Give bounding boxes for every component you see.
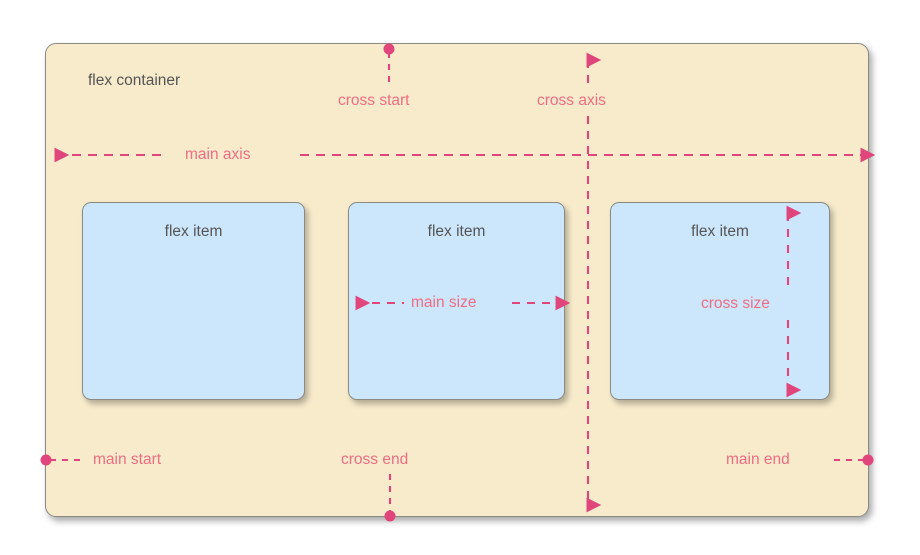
flex-item-1-label: flex item	[164, 223, 223, 240]
main-end-label: main end	[726, 451, 790, 468]
flex-container-label: flex container	[88, 72, 181, 89]
main-axis-label: main axis	[185, 146, 251, 163]
flex-item-1: flex item	[82, 202, 305, 400]
cross-start-label: cross start	[338, 92, 410, 109]
flex-item-2-label: flex item	[427, 223, 486, 240]
flex-item-3: flex item	[610, 202, 830, 400]
cross-axis-label: cross axis	[537, 92, 606, 109]
cross-size-label: cross size	[701, 295, 770, 312]
flex-item-2: flex item	[348, 202, 565, 400]
flex-item-3-label: flex item	[691, 223, 749, 240]
main-start-label: main start	[93, 451, 162, 468]
cross-end-label: cross end	[341, 451, 409, 468]
main-size-label: main size	[411, 294, 477, 311]
